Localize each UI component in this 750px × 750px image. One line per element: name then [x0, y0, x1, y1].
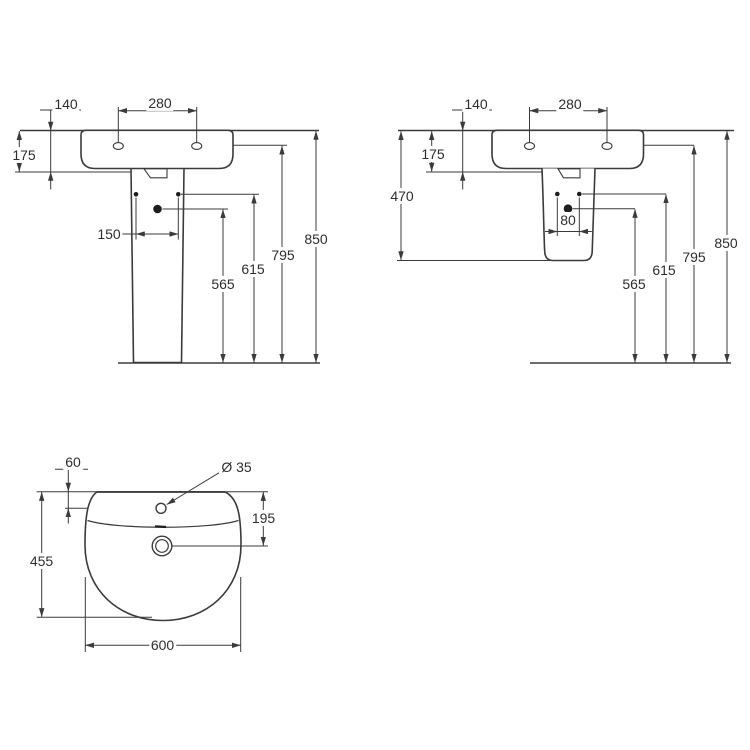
dim-label-80: 80 — [558, 211, 578, 229]
drain-hole — [563, 204, 573, 213]
overflow-waste — [151, 535, 173, 557]
trap-detail — [557, 168, 581, 179]
tap-hole-right — [191, 142, 203, 150]
dim-label-175: 175 — [10, 146, 38, 164]
dim-label-795: 795 — [269, 246, 297, 264]
pedestal-outline — [130, 168, 185, 364]
fixing-hole-left — [555, 191, 560, 197]
dim-label-850: 850 — [712, 235, 740, 252]
diameter-leader — [166, 472, 220, 505]
dim-label-195: 195 — [249, 509, 278, 526]
dim-label-615: 615 — [239, 260, 267, 278]
bowl-mark — [154, 525, 167, 529]
trap-detail — [142, 168, 168, 179]
dim-label-565: 565 — [620, 275, 648, 292]
dim-label-60: 60 — [63, 453, 83, 470]
tap-hole — [155, 502, 167, 514]
drain-hole — [153, 204, 162, 214]
tap-hole-left — [523, 142, 536, 150]
dim-label-565: 565 — [209, 275, 237, 293]
basin-outline — [491, 129, 645, 170]
tap-hole-left — [112, 142, 124, 150]
dim-label-280: 280 — [556, 95, 584, 112]
dim-label-470: 470 — [388, 187, 416, 205]
front-view-full-pedestal — [15, 107, 320, 364]
dim-label-455: 455 — [27, 552, 56, 570]
plan-view — [36, 468, 268, 652]
dim-label-280: 280 — [146, 94, 174, 111]
basin-outline — [80, 129, 234, 170]
dim-label-600: 600 — [148, 636, 177, 654]
tap-hole-right — [601, 142, 613, 150]
dim-label-615: 615 — [650, 261, 678, 279]
dim-label-150: 150 — [95, 225, 123, 242]
dim-label-175: 175 — [419, 145, 447, 162]
fixing-hole-right — [577, 191, 582, 197]
dim-label-850: 850 — [302, 230, 330, 247]
dim-label-795: 795 — [680, 248, 708, 265]
dim-label-140: 140 — [462, 95, 490, 113]
fixing-hole-left — [133, 192, 139, 197]
dim-label-dia35: Ø 35 — [219, 458, 254, 475]
dim-label-140: 140 — [52, 95, 80, 113]
fixing-hole-right — [176, 192, 181, 197]
front-view-semi-pedestal — [397, 107, 734, 364]
